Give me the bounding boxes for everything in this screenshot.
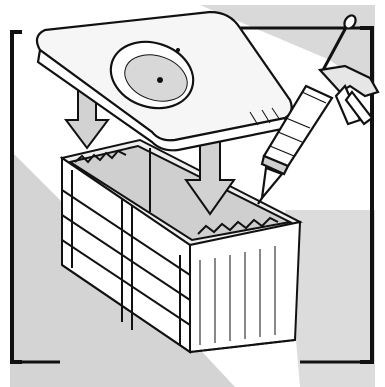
vanity-install-illustration <box>0 0 385 387</box>
